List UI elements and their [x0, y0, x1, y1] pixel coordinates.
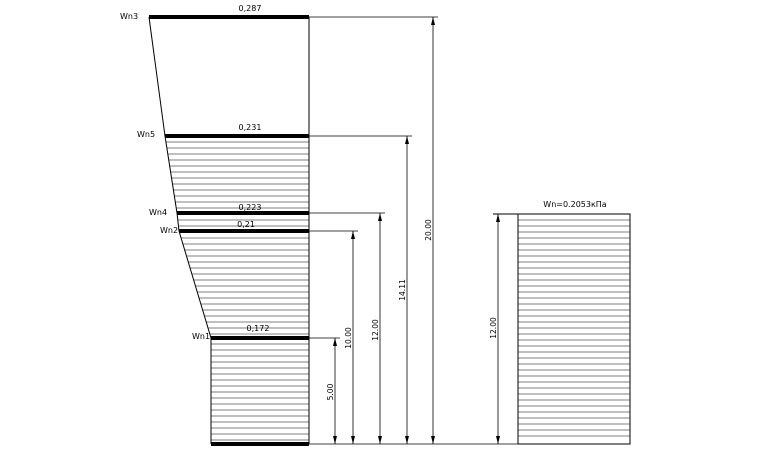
level-value-wn2: 0,21: [237, 220, 255, 229]
dimension-text-20m: 20.00: [424, 219, 433, 241]
hatching-lower: [211, 343, 309, 441]
dimension-text-14m: 14.11: [398, 279, 407, 301]
level-value-wn1: 0,172: [247, 324, 270, 333]
dimension-lines: [333, 17, 500, 444]
level-label-wn3: Wn3: [120, 12, 138, 21]
level-value-wn3: 0,287: [239, 4, 262, 13]
hatching-uniform: [518, 219, 630, 437]
uniform-load-diagram: [493, 213, 631, 445]
level-label-wn1: Wn1: [192, 332, 210, 341]
dimension-line-10m: [351, 231, 355, 444]
level-value-wn5: 0,231: [239, 123, 262, 132]
hatching-upper: [165, 141, 309, 335]
uniform-load-label: Wn=0.2053кПа: [543, 200, 607, 209]
uniform-load-rect: [517, 213, 631, 445]
dimension-line-uniform: [496, 214, 500, 444]
dimension-text-5m: 5.00: [326, 383, 335, 400]
level-bars: [149, 15, 309, 446]
extension-lines: [309, 16, 630, 445]
dimension-text-10m: 10.00: [344, 327, 353, 349]
level-label-wn5: Wn5: [137, 130, 155, 139]
dimension-line-12m: [378, 213, 382, 444]
dimension-text-uniform: 12.00: [489, 317, 498, 339]
level-label-wn4: Wn4: [149, 208, 167, 217]
dimension-line-14m: [405, 136, 409, 444]
dimension-line-5m: [333, 338, 337, 444]
dimension-text-12m: 12.00: [371, 319, 380, 341]
dimension-line-20m: [431, 17, 435, 444]
level-label-wn2: Wn2: [160, 226, 178, 235]
sloped-profile-line: [148, 16, 212, 339]
level-value-wn4: 0,223: [239, 203, 262, 212]
